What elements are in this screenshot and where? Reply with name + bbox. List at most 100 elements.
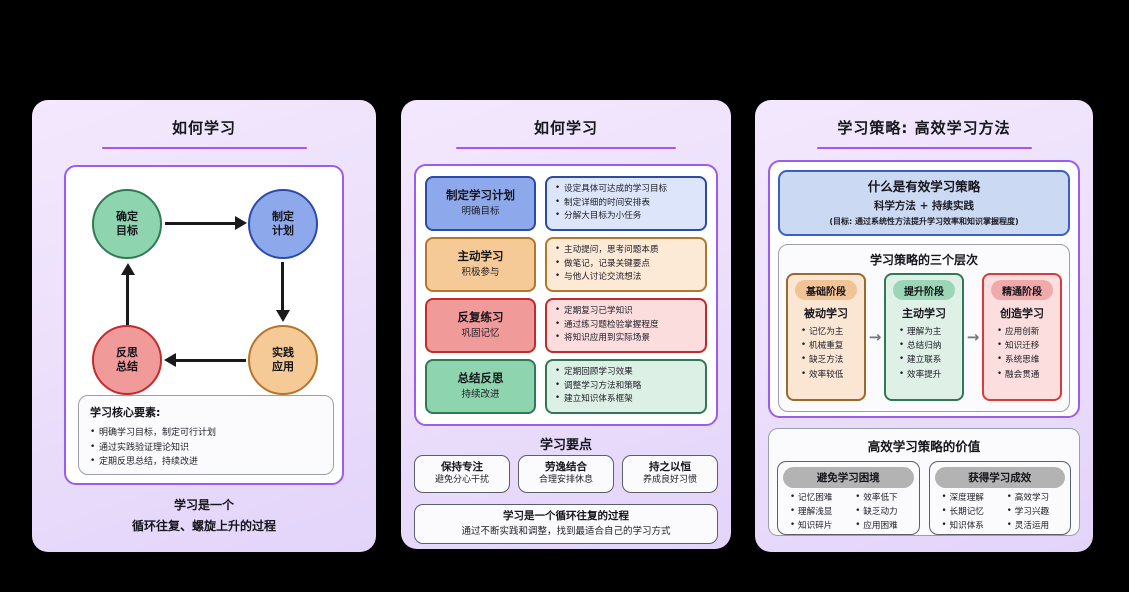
list-item: 通过实践验证理论知识 [90, 440, 322, 456]
cycle-node-practice[interactable]: 实践 应用 [248, 325, 318, 395]
panel1-footer-line2: 循环往复、螺旋上升的过程 [131, 518, 276, 533]
chip-title: 保持专注 [441, 460, 483, 473]
list-item: 理解为主 [899, 324, 941, 339]
list-item: 设定具体可达成的学习目标 [555, 182, 697, 197]
panel3-title: 学习策略: 高效学习方法 [837, 119, 1011, 137]
value-avoid-pill: 避免学习困境 [783, 467, 914, 488]
step-detail-plan: 设定具体可达成的学习目标 制定详细的时间安排表 分解大目标为小任务 [545, 176, 707, 231]
list-item: 效率提升 [899, 367, 941, 382]
list-item: 做笔记，记录关键要点 [555, 257, 697, 272]
stage-master-list: 应用创新 知识迁移 系统思维 融会贯通 [988, 324, 1039, 382]
step-row-plan[interactable]: 制定学习计划 明确目标 设定具体可达成的学习目标 制定详细的时间安排表 分解大目… [425, 176, 707, 231]
stage-improve[interactable]: 提升阶段 主动学习 理解为主 总结归纳 建立联系 效率提升 [884, 273, 964, 401]
stage-master[interactable]: 精通阶段 创造学习 应用创新 知识迁移 系统思维 融会贯通 [982, 273, 1062, 401]
strategy-stages: 基础阶段 被动学习 记忆为主 机械重复 缺乏方法 效率较低 → 提升阶段 主动学… [786, 273, 1062, 401]
list-item: 灵活运用 [1007, 518, 1065, 533]
cycle-diagram-card: 确定 目标 制定 计划 实践 应用 反思 总结 [64, 165, 344, 485]
arrow-practice-to-reflect [176, 359, 246, 362]
list-item: 长期记忆 [942, 504, 1000, 519]
step-tag-sub: 积极参与 [461, 266, 500, 278]
list-item: 总结归纳 [899, 338, 941, 353]
arrowhead-up-icon [121, 263, 135, 275]
step-tag-sub: 持续改进 [461, 388, 500, 400]
chip-persistence[interactable]: 持之以恒 养成良好习惯 [622, 455, 718, 493]
list-item: 与他人讨论交流想法 [555, 270, 697, 285]
list-item: 主动提问，思考问题本质 [555, 243, 697, 258]
panel2-note-line1: 学习是一个循环往复的过程 [503, 510, 629, 522]
stage-arrow-right-icon: → [868, 328, 882, 346]
list-item: 知识体系 [942, 518, 1000, 533]
cycle-node-practice-line2: 应用 [272, 360, 294, 373]
list-item: 明确学习目标，制定可行计划 [90, 425, 322, 441]
step-tag-title: 主动学习 [457, 249, 504, 264]
list-item: 效率低下 [855, 490, 913, 505]
core-elements-box: 学习核心要素: 明确学习目标，制定可行计划 通过实践验证理论知识 定期反思总结，… [78, 395, 334, 475]
step-row-reflect[interactable]: 总结反思 持续改进 定期回顾学习效果 调整学习方法和策略 建立知识体系框架 [425, 359, 707, 414]
cycle-node-plan-line1: 制定 [272, 209, 294, 223]
arrow-goal-to-plan [165, 222, 237, 225]
value-gain-col2: 高效学习 学习兴趣 灵活运用 [1000, 490, 1065, 533]
list-item: 缺乏动力 [855, 504, 913, 519]
step-tag-plan[interactable]: 制定学习计划 明确目标 [425, 176, 536, 231]
step-tag-practice[interactable]: 反复练习 巩固记忆 [425, 298, 536, 353]
list-item: 高效学习 [1007, 490, 1065, 505]
step-row-active[interactable]: 主动学习 积极参与 主动提问，思考问题本质 做笔记，记录关键要点 与他人讨论交流… [425, 237, 707, 292]
value-avoid-lists: 记忆困难 理解浅显 知识碎片 效率低下 缺乏动力 应用困难 [783, 490, 914, 533]
list-item: 学习兴趣 [1007, 504, 1065, 519]
stage-improve-list: 理解为主 总结归纳 建立联系 效率提升 [890, 324, 941, 382]
cycle-node-goal[interactable]: 确定 目标 [92, 189, 162, 259]
list-item: 分解大目标为小任务 [555, 209, 697, 224]
panel3-title-rule [816, 147, 1032, 149]
list-item: 通过练习题检验掌握程度 [555, 318, 697, 333]
cycle-node-plan[interactable]: 制定 计划 [248, 189, 318, 259]
chip-title: 劳逸结合 [545, 460, 587, 473]
step-tag-sub: 巩固记忆 [461, 327, 500, 339]
stage-master-pill: 精通阶段 [990, 280, 1054, 300]
cycle-node-practice-line1: 实践 [272, 345, 294, 359]
step-row-practice[interactable]: 反复练习 巩固记忆 定期复习已学知识 通过练习题检验掌握程度 将知识应用到实际场… [425, 298, 707, 353]
step-tag-reflect[interactable]: 总结反思 持续改进 [425, 359, 536, 414]
value-avoid-col1: 记忆困难 理解浅显 知识碎片 [783, 490, 848, 533]
panel1-title: 如何学习 [171, 119, 236, 137]
strategy-definition-box: 什么是有效学习策略 科学方法 + 持续实践 (目标: 通过系统性方法提升学习效率… [778, 170, 1070, 236]
stage-basic[interactable]: 基础阶段 被动学习 记忆为主 机械重复 缺乏方法 效率较低 [786, 273, 866, 401]
panel1-footer-line1: 学习是一个 [173, 498, 234, 512]
value-box-avoid[interactable]: 避免学习困境 记忆困难 理解浅显 知识碎片 效率低下 缺乏动力 应用困难 [777, 461, 920, 535]
panel-how-to-learn-cycle: 如何学习 确定 目标 制定 计划 实践 应用 反思 总结 [32, 100, 376, 552]
cycle-node-plan-line2: 计划 [272, 224, 294, 237]
value-box-gain[interactable]: 获得学习成效 深度理解 长期记忆 知识体系 高效学习 学习兴趣 灵活运用 [928, 461, 1071, 535]
list-item: 应用困难 [855, 518, 913, 533]
value-gain-lists: 深度理解 长期记忆 知识体系 高效学习 学习兴趣 灵活运用 [935, 490, 1066, 533]
list-item: 深度理解 [942, 490, 1000, 505]
chip-rest-balance[interactable]: 劳逸结合 合理安排休息 [518, 455, 614, 493]
strategy-definition-goal: (目标: 通过系统性方法提升学习效率和知识掌握程度) [829, 216, 1019, 226]
panel2-note-line2: 通过不断实践和调整，找到最适合自己的学习方式 [461, 526, 671, 538]
list-item: 建立联系 [899, 352, 941, 367]
panel2-title-rule [456, 147, 676, 149]
stage-improve-sub: 主动学习 [902, 307, 946, 320]
list-item: 定期回顾学习效果 [555, 365, 697, 380]
strategy-value-box: 高效学习策略的价值 避免学习困境 记忆困难 理解浅显 知识碎片 效率低下 缺乏动… [768, 428, 1080, 536]
cycle-node-reflect-line1: 反思 [116, 345, 138, 359]
stage-basic-list: 记忆为主 机械重复 缺乏方法 效率较低 [792, 324, 843, 382]
step-detail-active: 主动提问，思考问题本质 做笔记，记录关键要点 与他人讨论交流想法 [545, 237, 707, 292]
panel2-title: 如何学习 [533, 119, 598, 137]
list-item: 应用创新 [997, 324, 1039, 339]
panel-learning-strategy: 学习策略: 高效学习方法 什么是有效学习策略 科学方法 + 持续实践 (目标: … [755, 100, 1093, 552]
strategy-outer-card: 什么是有效学习策略 科学方法 + 持续实践 (目标: 通过系统性方法提升学习效率… [768, 160, 1080, 418]
list-item: 效率较低 [801, 367, 843, 382]
strategy-levels-title: 学习策略的三个层次 [869, 253, 978, 267]
step-tag-title: 总结反思 [457, 371, 504, 386]
panel2-summary-note: 学习是一个循环往复的过程 通过不断实践和调整，找到最适合自己的学习方式 [414, 504, 718, 544]
list-item: 调整学习方法和策略 [555, 379, 697, 394]
panel-how-to-learn-steps: 如何学习 制定学习计划 明确目标 设定具体可达成的学习目标 制定详细的时间安排表… [401, 100, 731, 549]
step-tag-title: 反复练习 [457, 310, 504, 325]
strategy-levels-box: 学习策略的三个层次 基础阶段 被动学习 记忆为主 机械重复 缺乏方法 效率较低 … [778, 244, 1070, 412]
list-item: 建立知识体系框架 [555, 392, 697, 407]
step-tag-active[interactable]: 主动学习 积极参与 [425, 237, 536, 292]
cycle-node-reflect[interactable]: 反思 总结 [92, 325, 162, 395]
arrowhead-right-icon [235, 216, 247, 230]
list-item: 制定详细的时间安排表 [555, 196, 697, 211]
chip-focus[interactable]: 保持专注 避免分心干扰 [414, 455, 510, 493]
stage-arrow-right-icon: → [966, 328, 980, 346]
